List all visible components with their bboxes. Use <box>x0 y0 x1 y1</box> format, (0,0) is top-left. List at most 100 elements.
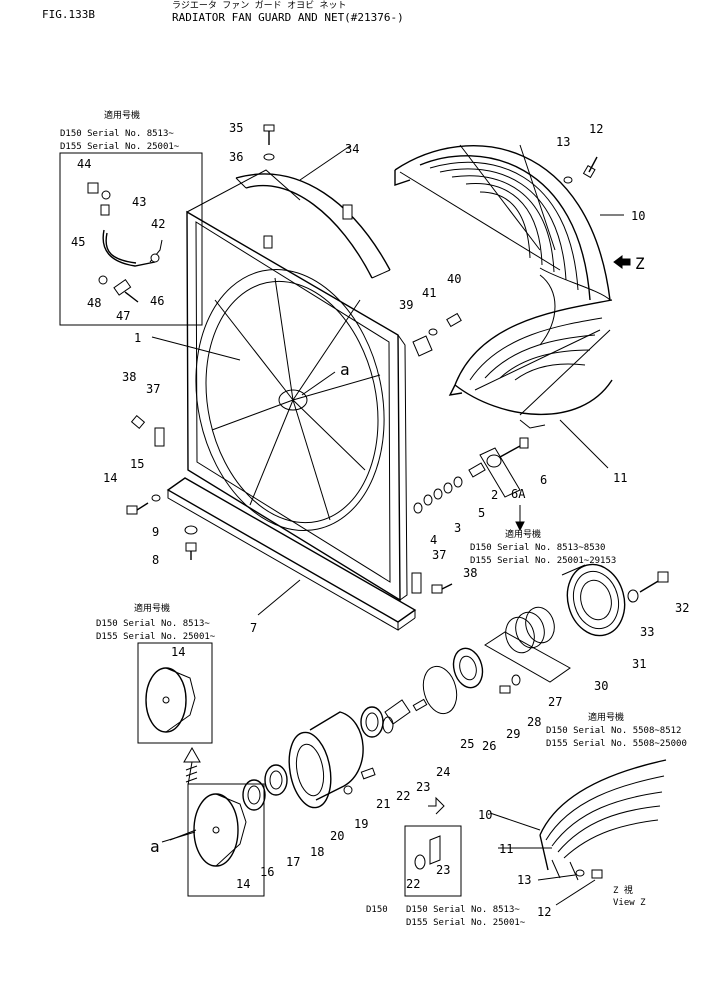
part-label: 16 <box>260 865 274 879</box>
hub-assembly <box>242 563 626 811</box>
part-label: 25 <box>460 737 474 751</box>
view-z-arrow: Z <box>613 254 645 273</box>
figure-label: FIG.133B <box>42 8 95 21</box>
pipe-shape <box>102 229 156 267</box>
part-label: 38 <box>122 370 136 384</box>
part-label: 38 <box>463 566 477 580</box>
figure-title-japanese: ラジエータ ファン ガード オヨビ ネット <box>172 1 347 11</box>
part-label: 12 <box>589 122 603 136</box>
serial-line: D150 Serial No. 5508~8512 <box>546 726 681 736</box>
part-label: 6 <box>540 473 547 487</box>
view-z-detail: Z 視 View Z <box>539 759 667 908</box>
part-label: 30 <box>594 679 608 693</box>
part-label: 13 <box>517 873 531 887</box>
part-label: 46 <box>150 294 164 308</box>
kanji-label: 適用号機 <box>104 109 140 121</box>
part-label: 6A <box>511 487 526 501</box>
view-z-jp: Z 視 <box>613 884 633 896</box>
part-label: 15 <box>130 457 144 471</box>
part-label: 28 <box>527 715 541 729</box>
fan-guard-upper <box>394 144 611 301</box>
part-label: 32 <box>675 601 689 615</box>
hub-detail-box-lower <box>169 783 265 897</box>
serial-line: D155 Serial No. 25001~ <box>60 142 180 152</box>
part-label: 14 <box>103 471 117 485</box>
part-label: 22 <box>406 877 420 891</box>
serial-line: D150 Serial No. 8513~8530 <box>470 543 605 553</box>
part-label: 5 <box>478 506 485 520</box>
part-label: 8 <box>152 553 159 567</box>
part-label: 47 <box>116 309 130 323</box>
svg-text:適用号機: 適用号機 <box>505 528 541 540</box>
part-label: 36 <box>229 150 243 164</box>
part-label: 44 <box>77 157 91 171</box>
top-bracket <box>235 173 391 279</box>
part-label: 2 <box>491 488 498 502</box>
fan-guard-lower <box>448 274 613 429</box>
part-label: 13 <box>556 135 570 149</box>
part-label: 10 <box>631 209 645 223</box>
serial-line: D155 Serial No. 5508~25000 <box>546 739 687 749</box>
pipe-shape <box>105 232 137 264</box>
part-label: 42 <box>151 217 165 231</box>
hub-detail-box-upper: 適用号機 D150 Serial No. 8513~ D155 Serial N… <box>96 602 216 744</box>
radiator-shroud <box>166 169 417 631</box>
part-label: 20 <box>330 829 344 843</box>
part-label: 23 <box>416 780 430 794</box>
part-label: 17 <box>286 855 300 869</box>
arrow-up-icon <box>183 746 201 786</box>
part-label: 4 <box>430 533 437 547</box>
serial-line: D150 Serial No. 8513~ <box>60 129 174 139</box>
kanji-label: 適用号機 <box>134 602 170 614</box>
part-label: 19 <box>354 817 368 831</box>
part-label: 3 <box>454 521 461 535</box>
part-label: 41 <box>422 286 436 300</box>
z-label: Z <box>635 254 645 273</box>
part-label: 29 <box>506 727 520 741</box>
part-label: 33 <box>640 625 654 639</box>
part-label: 27 <box>548 695 562 709</box>
part-label: 39 <box>399 298 413 312</box>
serial-line: D155 Serial No. 25001~ <box>96 632 216 642</box>
part-label: 37 <box>146 382 160 396</box>
part-label: 23 <box>436 863 450 877</box>
part-label: 10 <box>478 808 492 822</box>
part-label: 11 <box>613 471 627 485</box>
part-label: 11 <box>499 842 513 856</box>
part-label: 21 <box>376 797 390 811</box>
part-label: 48 <box>87 296 101 310</box>
part-label: 40 <box>447 272 461 286</box>
svg-text:適用号機: 適用号機 <box>588 711 624 723</box>
serial-line: D150 Serial No. 8513~ <box>406 905 520 915</box>
retainer-detail-box: D150 Serial No. 8513~ D155 Serial No. 25… <box>366 796 526 928</box>
part-label: 37 <box>432 548 446 562</box>
svg-text:D150: D150 <box>366 905 388 915</box>
part-label: 34 <box>345 142 359 156</box>
part-label: 22 <box>396 789 410 803</box>
note-6a: 適用号機 D150 Serial No. 8513~8530 D155 Seri… <box>470 505 616 566</box>
part-labels: 1 2 3 4 5 6 6A 7 8 9 10 11 12 13 14 14 1… <box>71 121 689 919</box>
applicability-box-upper-left: 適用号機 D150 Serial No. 8513~ D155 Serial N… <box>59 109 203 326</box>
part-label: 31 <box>632 657 646 671</box>
part-label: 7 <box>250 621 257 635</box>
hardware <box>126 124 669 603</box>
part-label: 43 <box>132 195 146 209</box>
part-label: 1 <box>134 331 141 345</box>
serial-line: D155 Serial No. 25001~29153 <box>470 556 616 566</box>
detail-ref-label: a <box>150 837 160 856</box>
serial-line: D150 Serial No. 8513~ <box>96 619 210 629</box>
figure-title: RADIATOR FAN GUARD AND NET(#21376-) <box>172 11 404 24</box>
note-28: 適用号機 D150 Serial No. 5508~8512 D155 Seri… <box>546 711 687 749</box>
part-label: 14 <box>236 877 250 891</box>
view-z-label: View Z <box>613 898 646 908</box>
part-label: 9 <box>152 525 159 539</box>
part-label: 12 <box>537 905 551 919</box>
part-label: 35 <box>229 121 243 135</box>
part-label: 18 <box>310 845 324 859</box>
part-label: 45 <box>71 235 85 249</box>
part-label: 26 <box>482 739 496 753</box>
callouts <box>151 145 624 906</box>
detail-ref-label: a <box>340 360 350 379</box>
part-label: 14 <box>171 645 185 659</box>
